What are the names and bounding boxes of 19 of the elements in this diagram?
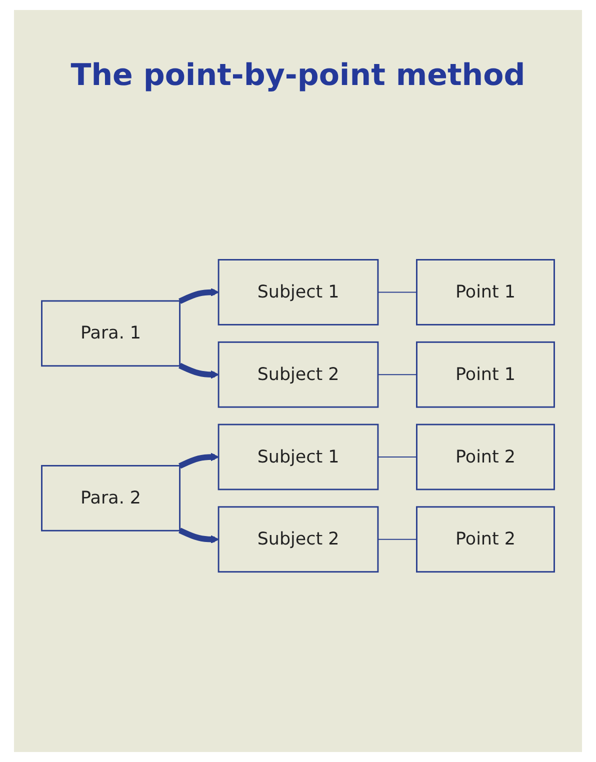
node-box: Para. 1 [41,300,181,367]
node-box: Subject 1 [218,424,379,490]
arrow [178,363,219,380]
node-box: Point 1 [416,342,555,408]
node-box: Point 1 [416,259,555,326]
connector [377,539,418,540]
arrow [178,528,219,544]
connector [377,456,418,458]
connector [377,292,418,293]
title: The point-by-point method [70,58,526,93]
node-box: Subject 2 [218,506,379,573]
node-box: Point 2 [416,506,555,573]
node-box: Point 2 [416,424,555,490]
arrow [178,452,219,469]
arrow [178,288,219,304]
node-box: Para. 2 [41,465,181,532]
node-box: Subject 1 [218,259,379,326]
connector [377,374,418,376]
node-box: Subject 2 [218,342,379,408]
